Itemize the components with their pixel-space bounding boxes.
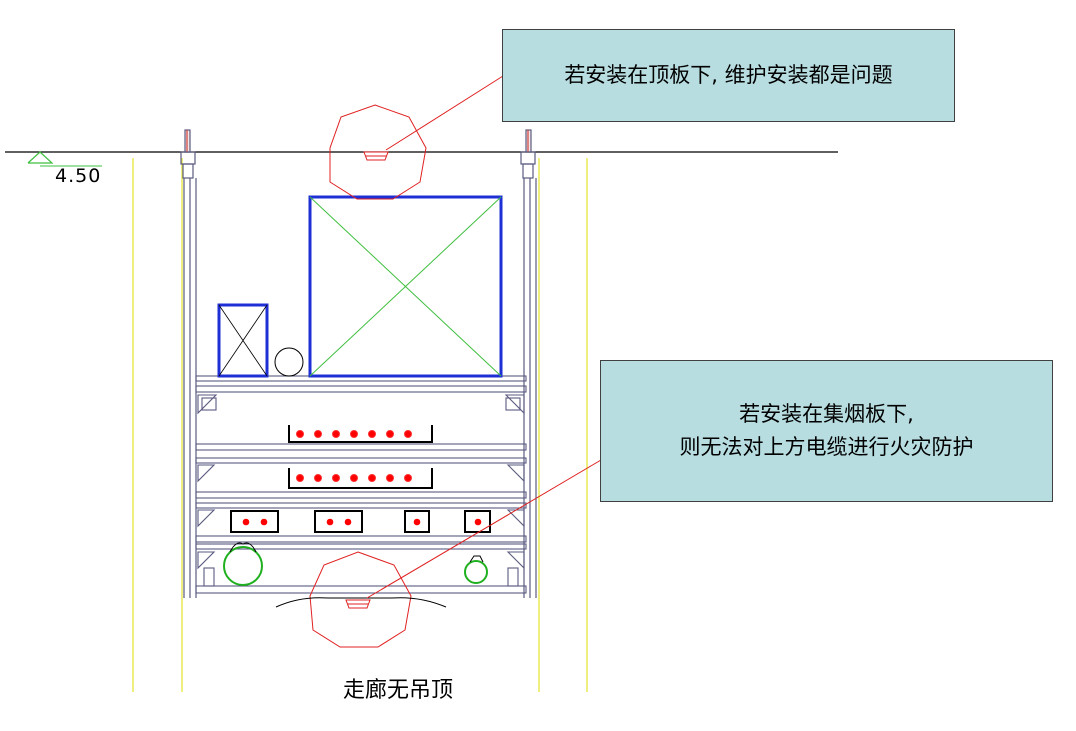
smoke-detector-bottom — [275, 551, 447, 648]
callout-ceiling-text: 若安装在顶板下, 维护安装都是问题 — [564, 63, 893, 87]
cable-boxes-row — [230, 510, 491, 533]
large-equipment-box — [308, 195, 503, 378]
green-pipe-small — [464, 555, 488, 584]
hanger-left — [180, 129, 197, 598]
callout-smoke-panel-line1: 若安装在集烟板下, — [739, 402, 914, 426]
callout-ceiling-note: 若安装在顶板下, 维护安装都是问题 — [502, 29, 955, 122]
small-pipe — [274, 347, 304, 377]
leader-line-top — [385, 75, 504, 151]
small-equipment-box — [217, 303, 269, 378]
callout-smoke-panel-note: 若安装在集烟板下, 则无法对上方电缆进行火灾防护 — [600, 360, 1053, 502]
cable-trough-middle — [288, 468, 433, 489]
cable-trough-upper — [288, 425, 433, 443]
callout-smoke-panel-line2: 则无法对上方电缆进行火灾防护 — [679, 435, 974, 459]
cable-boxes-dots — [242, 518, 482, 526]
drawing-caption: 走廊无吊顶 — [343, 678, 454, 703]
leader-line-right — [366, 459, 602, 599]
smoke-detector-ceiling — [329, 104, 427, 200]
wall-lines — [132, 158, 588, 692]
green-pipe-large — [223, 542, 263, 586]
elevation-label: 4.50 — [55, 165, 102, 187]
hanger-right — [520, 129, 537, 598]
elevation-triangle — [27, 151, 54, 164]
